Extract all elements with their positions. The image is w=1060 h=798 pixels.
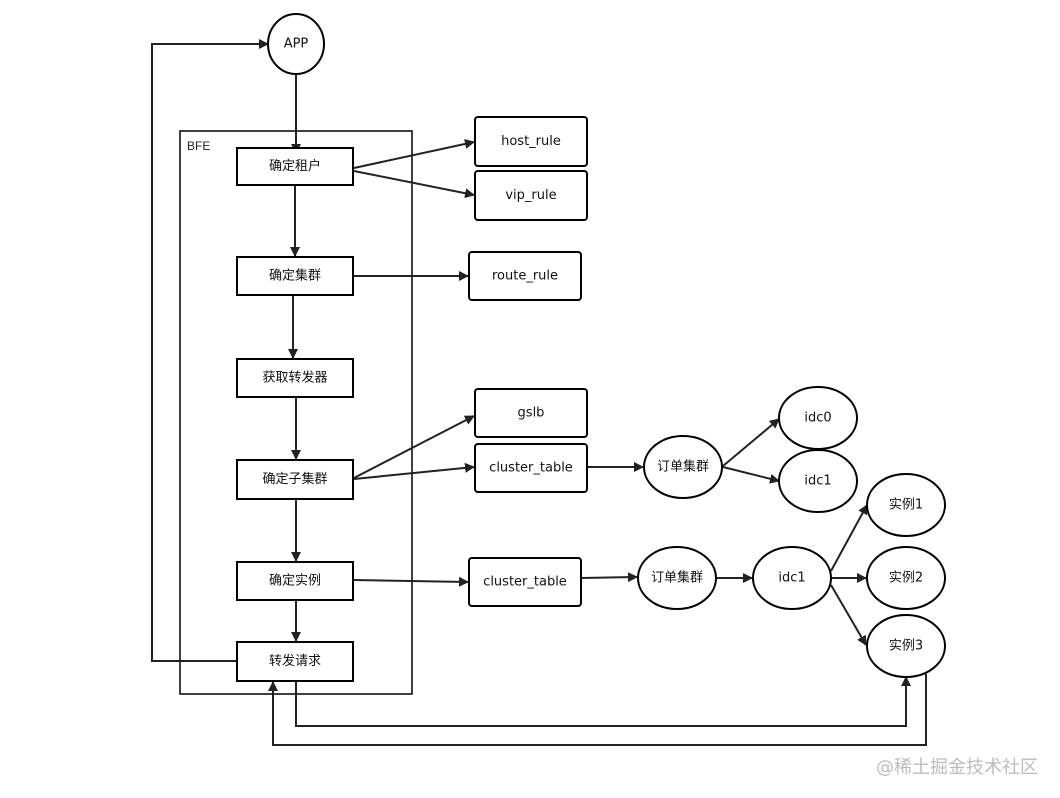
node-confirm-tenant-label: 确定租户 <box>269 158 321 174</box>
node-host-rule-label: host_rule <box>501 134 561 149</box>
node-gslb: gslb <box>474 388 588 438</box>
node-instance1: 实例1 <box>866 473 946 537</box>
node-app-label: APP <box>284 37 309 52</box>
node-idc0-label: idc0 <box>804 411 831 426</box>
node-confirm-instance-label: 确定实例 <box>269 574 321 589</box>
node-instance2: 实例2 <box>866 546 946 610</box>
node-cluster-table-1-label: cluster_table <box>489 461 573 476</box>
node-idc1-a-label: idc1 <box>804 474 831 489</box>
node-idc1-a: idc1 <box>778 449 858 513</box>
node-host-rule: host_rule <box>474 116 588 167</box>
edge-tenant-to-vip-rule <box>353 170 475 199</box>
node-route-rule-label: route_rule <box>492 269 558 284</box>
node-confirm-cluster: 确定集群 <box>236 256 354 296</box>
edge-instance3-back-to-forward <box>268 674 927 746</box>
node-vip-rule: vip_rule <box>474 170 588 221</box>
node-order-cluster-2-label: 订单集群 <box>651 570 703 586</box>
edges <box>151 39 927 746</box>
node-cluster-table-2-label: cluster_table <box>483 575 567 590</box>
node-confirm-cluster-label: 确定集群 <box>269 268 321 284</box>
edge-cluster-table-2-to-order-cluster-2 <box>580 572 638 583</box>
node-order-cluster-1: 订单集群 <box>643 435 723 499</box>
node-order-cluster-1-label: 订单集群 <box>657 459 709 475</box>
edge-order-cluster-1-to-idc1 <box>722 466 780 484</box>
node-idc1-b-label: idc1 <box>778 571 805 586</box>
edge-subcluster-to-cluster-table-1 <box>353 462 475 480</box>
node-route-rule: route_rule <box>468 251 582 301</box>
node-gslb-label: gslb <box>518 406 545 421</box>
edge-order-cluster-1-to-idc0 <box>722 418 780 467</box>
edge-subcluster-to-gslb <box>353 415 475 479</box>
watermark-text: @稀土掘金技术社区 <box>876 757 1038 778</box>
node-forward-request-label: 转发请求 <box>269 653 321 669</box>
edge-forward-to-instance3 <box>295 676 911 727</box>
node-idc1-b: idc1 <box>752 546 832 610</box>
node-confirm-subcluster: 确定子集群 <box>236 459 354 500</box>
node-order-cluster-2: 订单集群 <box>637 546 717 610</box>
node-get-forwarder: 获取转发器 <box>236 358 354 398</box>
node-app: APP <box>267 13 325 75</box>
edge-tenant-to-host-rule <box>353 139 475 169</box>
node-instance1-label: 实例1 <box>889 498 923 513</box>
edge-idc1-b-to-instance3 <box>830 584 867 646</box>
node-instance2-label: 实例2 <box>889 571 923 586</box>
node-get-forwarder-label: 获取转发器 <box>262 370 327 386</box>
node-vip-rule-label: vip_rule <box>505 188 556 203</box>
node-idc0: idc0 <box>778 386 858 450</box>
bfe-container-label: BFE <box>187 139 210 153</box>
node-cluster-table-1: cluster_table <box>474 443 588 493</box>
node-instance3-label: 实例3 <box>889 639 923 654</box>
node-instance3: 实例3 <box>866 614 946 678</box>
node-cluster-table-2: cluster_table <box>468 557 582 607</box>
node-confirm-subcluster-label: 确定子集群 <box>262 471 327 487</box>
edge-idc1-b-to-instance1 <box>830 504 868 572</box>
edge-instance-to-cluster-table-2 <box>353 576 469 587</box>
node-confirm-tenant: 确定租户 <box>236 147 354 186</box>
edge-forward-to-app-loop <box>151 39 269 662</box>
node-confirm-instance: 确定实例 <box>236 561 354 601</box>
node-forward-request: 转发请求 <box>236 641 354 682</box>
